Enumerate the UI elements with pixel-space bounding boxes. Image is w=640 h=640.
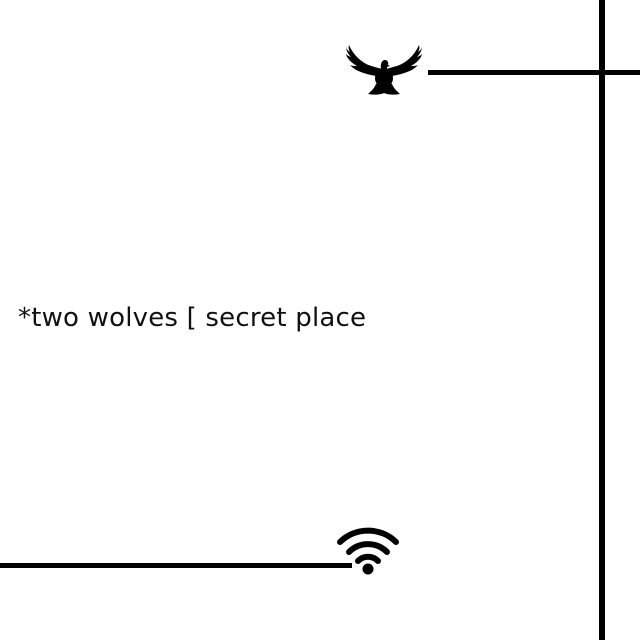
eagle-icon: [346, 45, 422, 95]
right-vertical-line: [599, 0, 605, 640]
top-horizontal-line: [428, 70, 640, 75]
wifi-icon: [337, 527, 399, 575]
caption-text: *two wolves [ secret place: [18, 303, 367, 333]
bottom-horizontal-line: [0, 563, 352, 568]
